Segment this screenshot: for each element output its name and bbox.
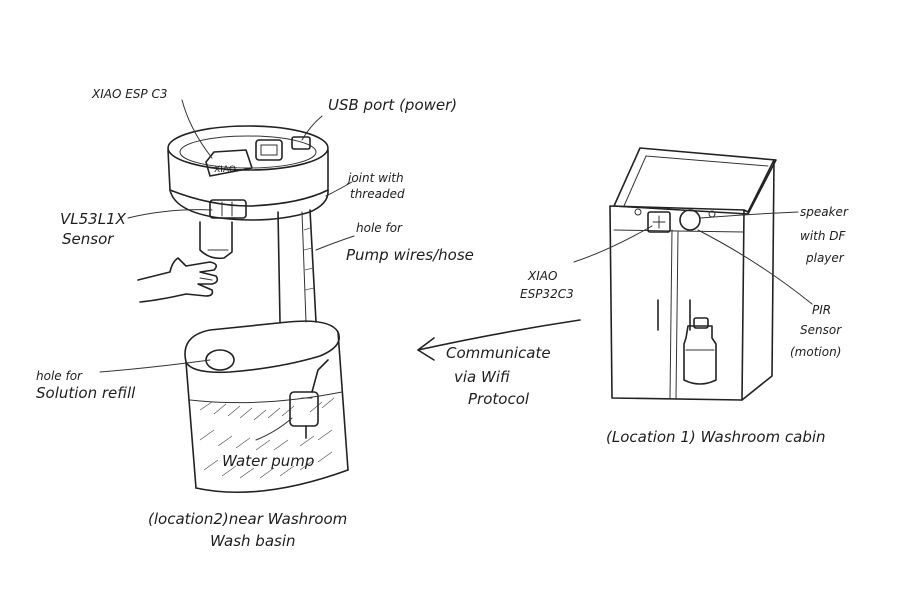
label-hole-pump-1: hole for	[356, 221, 403, 235]
leader-lines-left	[99, 99, 355, 441]
leader-lines-right	[573, 211, 813, 305]
label-pir-1: PIR	[812, 303, 831, 317]
xiao-chip-label: XIAO	[214, 165, 236, 175]
label-hole-refill-1: hole for	[36, 369, 83, 383]
label-sensor-2: Sensor	[62, 230, 114, 248]
label-joint-2: threaded	[350, 187, 405, 201]
support-column	[277, 209, 317, 323]
wifi-arrow	[417, 319, 581, 361]
label-water-pump: Water pump	[222, 452, 314, 470]
label-communicate-3: Protocol	[468, 390, 530, 408]
label-xiao-esp-c3: XIAO ESP C3	[91, 87, 168, 101]
label-communicate-1: Communicate	[446, 344, 551, 362]
solution-tank	[184, 320, 349, 494]
hand-icon	[137, 257, 219, 303]
vl53l1x-sensor	[199, 199, 247, 260]
label-location2-1: (location2)near Washroom	[148, 510, 347, 528]
washroom-cabin	[609, 147, 777, 401]
label-location1: (Location 1) Washroom cabin	[606, 428, 826, 446]
label-speaker-1: speaker	[800, 205, 849, 219]
label-speaker-2: with DF	[800, 229, 847, 243]
label-speaker-3: player	[805, 251, 845, 265]
label-usb-port: USB port (power)	[328, 96, 457, 114]
label-communicate-2: via Wifi	[454, 368, 510, 386]
label-xiao-esp32c3-2: ESP32C3	[520, 287, 574, 301]
label-hole-refill-2: Solution refill	[36, 384, 136, 402]
label-pir-2: Sensor	[800, 323, 842, 337]
label-pir-3: (motion)	[790, 345, 841, 359]
label-location2-2: Wash basin	[210, 532, 296, 550]
label-xiao-esp32c3-1: XIAO	[527, 269, 557, 283]
label-sensor-1: VL53L1X	[60, 210, 127, 228]
sensor-head	[167, 125, 329, 221]
label-hole-pump-2: Pump wires/hose	[346, 246, 474, 264]
label-joint-1: joint with	[346, 171, 404, 185]
